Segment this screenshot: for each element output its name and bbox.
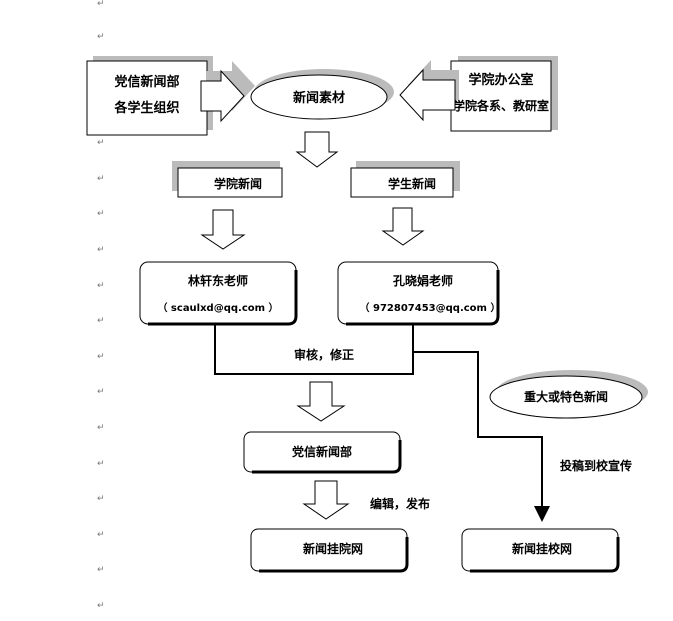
paragraph-mark: ↵ xyxy=(97,530,105,540)
paragraph-mark: ↵ xyxy=(97,459,105,469)
teacher-lin-box: 林轩东老师 （ scaulxd@qq.com ） xyxy=(139,261,298,326)
arrow-student-down xyxy=(381,207,425,246)
submit-label: 投稿到校宣传 xyxy=(560,458,632,473)
college-site-box: 新闻挂院网 xyxy=(250,528,409,573)
paragraph-mark: ↵ xyxy=(97,387,105,397)
arrow-college-down xyxy=(200,209,246,250)
category-college-box: 学院新闻 xyxy=(172,161,283,198)
source-box-left: 党信新闻部 各学生组织 xyxy=(86,56,213,136)
source-right-line1: 学院办公室 xyxy=(468,72,533,88)
paragraph-mark: ↵ xyxy=(97,174,105,184)
school-site-label: 新闻挂校网 xyxy=(512,541,572,556)
arrow-left-to-oval xyxy=(200,61,255,123)
paragraph-marks: ↵ ↵ ↵ ↵ ↵ ↵ ↵ ↵ ↵ ↵ ↵ ↵ ↵ ↵ ↵ ↵ xyxy=(97,0,105,611)
major-news-oval: 重大或特色新闻 xyxy=(489,370,648,419)
review-label: 审核，修正 xyxy=(294,347,354,362)
review-connector xyxy=(214,325,414,375)
source-right-line2: 学院各系、教研室 xyxy=(453,98,549,113)
paragraph-mark: ↵ xyxy=(97,565,105,575)
paragraph-mark: ↵ xyxy=(97,138,105,148)
news-material-label: 新闻素材 xyxy=(293,90,345,106)
party-news-dept-box: 党信新闻部 xyxy=(243,431,402,474)
teacher-kong-name: 孔晓娟老师 xyxy=(393,273,453,288)
paragraph-mark: ↵ xyxy=(97,601,105,611)
paragraph-mark: ↵ xyxy=(97,281,105,291)
paragraph-mark: ↵ xyxy=(97,32,105,42)
paragraph-mark: ↵ xyxy=(97,316,105,326)
paragraph-mark: ↵ xyxy=(97,352,105,362)
source-left-line2: 各学生组织 xyxy=(113,100,179,116)
category-student-box: 学生新闻 xyxy=(350,161,460,198)
arrow-review-down xyxy=(296,381,346,422)
category-student-label: 学生新闻 xyxy=(388,176,436,191)
party-news-dept-label: 党信新闻部 xyxy=(292,444,352,459)
paragraph-mark: ↵ xyxy=(97,494,105,504)
category-college-label: 学院新闻 xyxy=(214,176,262,191)
teacher-kong-email: （ 972807453@qq.com ） xyxy=(360,301,501,314)
college-site-label: 新闻挂院网 xyxy=(303,541,363,556)
paragraph-mark: ↵ xyxy=(97,0,105,9)
teacher-kong-box: 孔晓娟老师 （ 972807453@qq.com ） xyxy=(337,261,501,326)
arrow-oval-down xyxy=(295,131,339,168)
news-material-oval: 新闻素材 xyxy=(250,69,394,120)
arrow-right-to-oval xyxy=(399,60,459,122)
teacher-lin-name: 林轩东老师 xyxy=(188,273,248,288)
source-box-right: 学院办公室 学院各系、教研室 xyxy=(450,56,558,132)
teacher-lin-email: （ scaulxd@qq.com ） xyxy=(157,301,278,314)
arrow-dept-down xyxy=(302,480,350,520)
paragraph-mark: ↵ xyxy=(97,209,105,219)
edit-label: 编辑，发布 xyxy=(369,496,430,511)
paragraph-mark: ↵ xyxy=(97,423,105,433)
submit-connector xyxy=(414,351,550,522)
source-left-line1: 党信新闻部 xyxy=(114,74,179,90)
paragraph-mark: ↵ xyxy=(97,245,105,255)
school-site-box: 新闻挂校网 xyxy=(461,528,620,573)
major-news-label: 重大或特色新闻 xyxy=(524,389,608,404)
